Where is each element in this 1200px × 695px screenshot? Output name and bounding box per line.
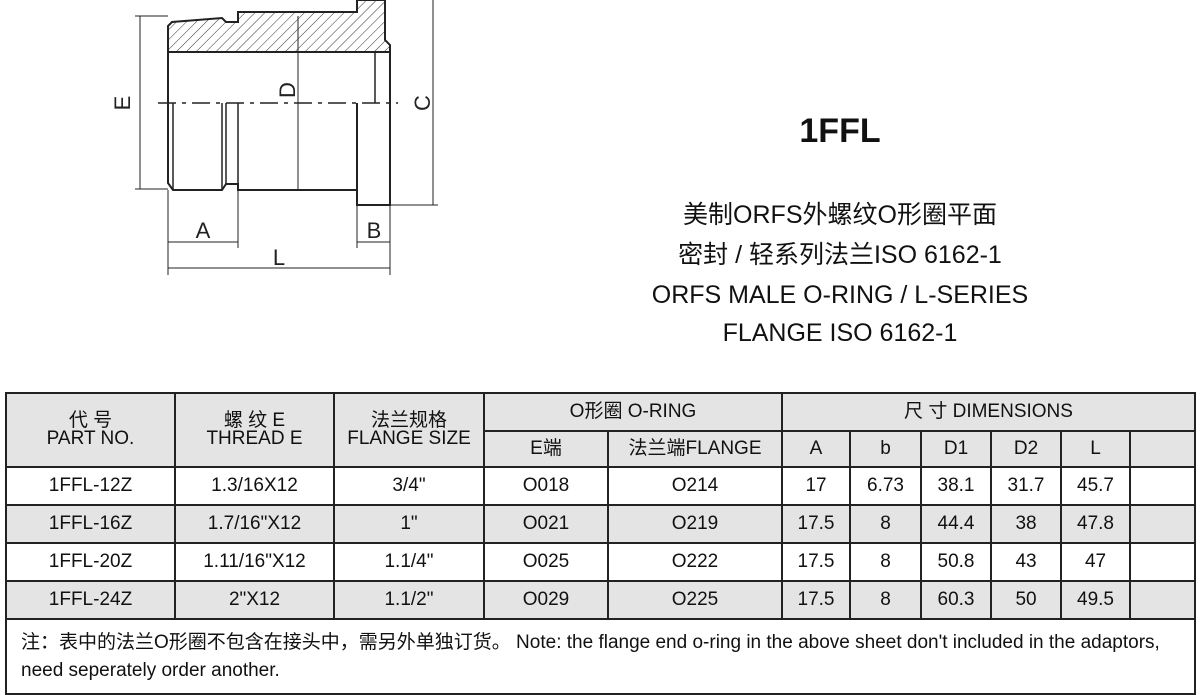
table-cell: O214 xyxy=(606,466,784,506)
table-cell: O222 xyxy=(606,542,784,582)
table-cell xyxy=(1129,504,1196,544)
label-D: D xyxy=(275,82,300,98)
header-dimensions: 尺 寸 DIMENSIONS xyxy=(781,392,1196,432)
label-L: L xyxy=(273,245,285,270)
table-cell: 1.11/16"X12 xyxy=(174,542,335,582)
subtitle-line-1: 美制ORFS外螺纹O形圈平面 xyxy=(683,201,997,229)
table-cell: 17 xyxy=(781,466,852,506)
table-cell: 1FFL-20Z xyxy=(5,542,176,582)
header-oring-flange: 法兰端FLANGE xyxy=(606,430,784,468)
table-cell: 47.8 xyxy=(1060,504,1132,544)
table-cell: 8 xyxy=(849,504,923,544)
table-cell: 1FFL-24Z xyxy=(5,580,176,620)
label-B: B xyxy=(367,218,382,243)
table-cell xyxy=(1129,542,1196,582)
table-cell: O219 xyxy=(606,504,784,544)
table-cell: 1" xyxy=(333,504,485,544)
table-cell: 1.3/16X12 xyxy=(174,466,335,506)
table-cell: 50.8 xyxy=(920,542,993,582)
table-cell: 1FFL-16Z xyxy=(5,504,176,544)
table-cell: 6.73 xyxy=(849,466,923,506)
table-cell: 8 xyxy=(849,580,923,620)
table-note: 注：表中的法兰O形圈不包含在接头中，需另外单独订货。 Note: the fla… xyxy=(5,618,1196,695)
header-D1: D1 xyxy=(920,430,993,468)
table-cell: O021 xyxy=(483,504,609,544)
table-cell: O225 xyxy=(606,580,784,620)
table-cell: 1FFL-12Z xyxy=(5,466,176,506)
table-cell: 49.5 xyxy=(1060,580,1132,620)
table-cell xyxy=(1129,466,1196,506)
table-cell: 1.1/2" xyxy=(333,580,485,620)
table-cell: 38.1 xyxy=(920,466,993,506)
table-cell: 1.1/4" xyxy=(333,542,485,582)
table-cell: 44.4 xyxy=(920,504,993,544)
label-A: A xyxy=(196,218,211,243)
product-title: 1FFL xyxy=(799,112,881,150)
table-cell: O018 xyxy=(483,466,609,506)
table-cell: 17.5 xyxy=(781,580,852,620)
table-cell: 38 xyxy=(990,504,1063,544)
table-cell: 50 xyxy=(990,580,1063,620)
subtitle-line-4: FLANGE ISO 6162-1 xyxy=(722,319,958,347)
hatched-section xyxy=(167,0,391,53)
table-cell: 1.7/16"X12 xyxy=(174,504,335,544)
technical-drawing: E D C A B L xyxy=(110,0,438,275)
table-cell: 3/4" xyxy=(333,466,485,506)
label-C: C xyxy=(410,95,435,111)
table-cell: 45.7 xyxy=(1060,466,1132,506)
table-cell: 2"X12 xyxy=(174,580,335,620)
header-b: b xyxy=(849,430,923,468)
subtitle-line-3: ORFS MALE O-RING / L-SERIES xyxy=(651,281,1029,309)
subtitle-line-2: 密封 / 轻系列法兰ISO 6162-1 xyxy=(678,241,1002,269)
table-cell: 17.5 xyxy=(781,504,852,544)
table-cell: 8 xyxy=(849,542,923,582)
header-A: A xyxy=(781,430,852,468)
header-L: L xyxy=(1060,430,1132,468)
header-oring-e: E端 xyxy=(483,430,609,468)
table-cell: O025 xyxy=(483,542,609,582)
label-E: E xyxy=(110,96,135,111)
header-D2: D2 xyxy=(990,430,1063,468)
header-empty xyxy=(1129,430,1196,468)
table-cell: 31.7 xyxy=(990,466,1063,506)
table-cell: O029 xyxy=(483,580,609,620)
table-cell: 60.3 xyxy=(920,580,993,620)
table-cell xyxy=(1129,580,1196,620)
table-cell: 47 xyxy=(1060,542,1132,582)
table-cell: 17.5 xyxy=(781,542,852,582)
header-oring: O形圈 O-RING xyxy=(482,392,784,432)
table-cell: 43 xyxy=(990,542,1063,582)
